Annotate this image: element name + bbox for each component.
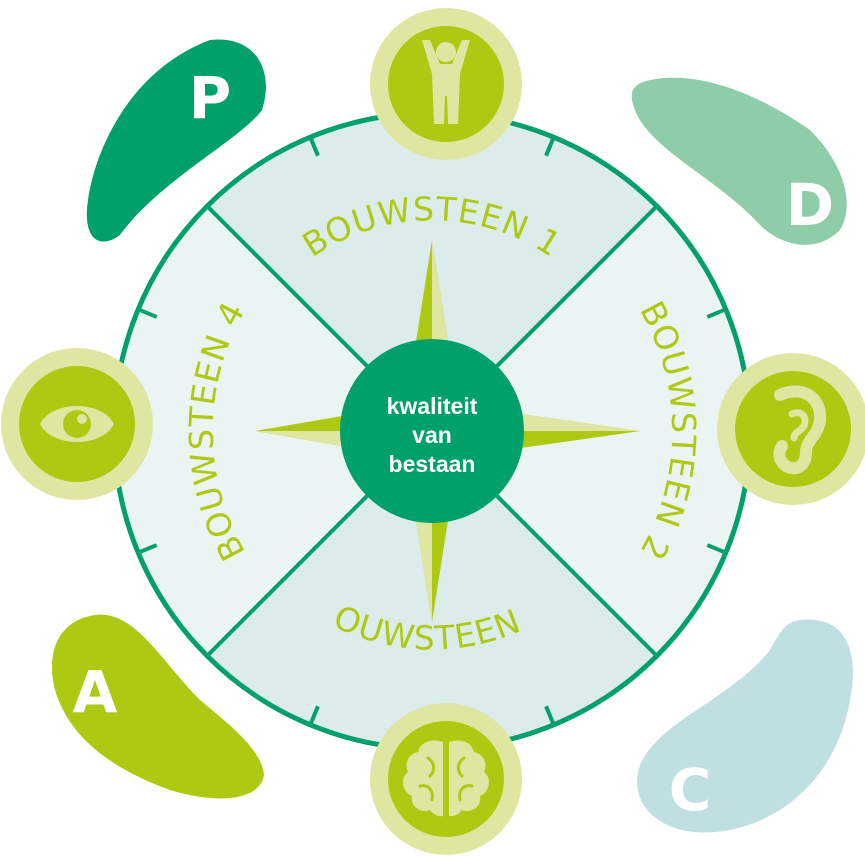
rim-tick: [706, 543, 727, 555]
rim-tick: [544, 705, 556, 726]
blob-a-letter: A: [73, 658, 118, 726]
eye-icon: [1, 348, 153, 500]
blob-p: P: [86, 39, 266, 242]
center-line-1: kwaliteit: [387, 393, 478, 419]
center-line-2: van: [412, 422, 452, 448]
blob-c: C: [637, 619, 853, 833]
ear-icon: [717, 353, 865, 505]
rim-ticks: [137, 136, 727, 726]
rim-tick: [544, 136, 556, 157]
rim-tick: [308, 705, 320, 726]
brain-icon: [370, 703, 522, 855]
center-line-3: bestaan: [389, 451, 476, 477]
rim-tick: [137, 543, 158, 555]
center-badge: kwaliteit van bestaan: [340, 339, 524, 523]
blob-d: D: [631, 77, 847, 245]
blob-p-letter: P: [189, 64, 232, 132]
blob-a: A: [51, 614, 265, 799]
rim-tick: [308, 136, 320, 157]
rim-tick: [137, 307, 158, 319]
blob-c-letter: C: [669, 756, 712, 824]
rim-tick: [706, 307, 727, 319]
blob-d-letter: D: [786, 171, 834, 239]
person-icon: [370, 8, 522, 160]
